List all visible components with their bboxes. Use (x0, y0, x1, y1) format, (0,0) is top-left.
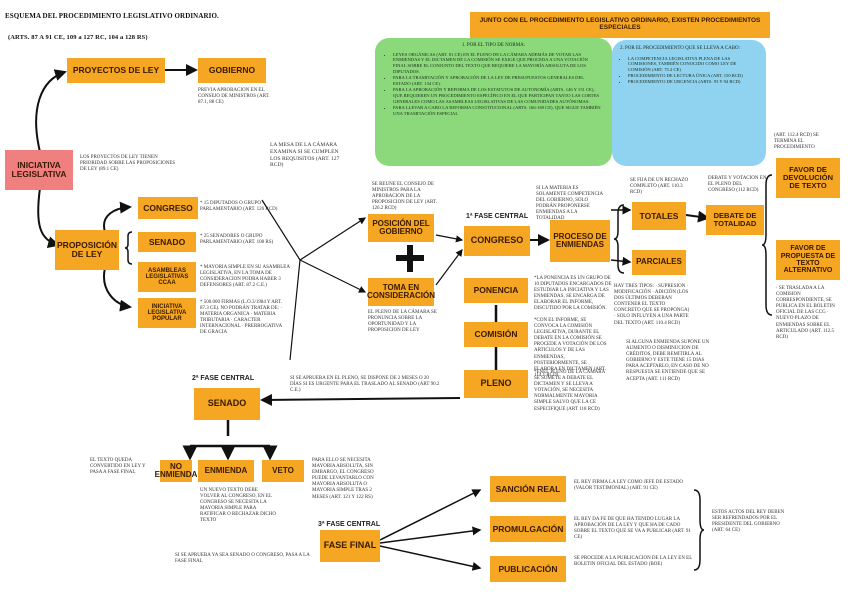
ponencia-box: PONENCIA (464, 278, 528, 303)
sancion-real-box: SANCIÓN REAL (490, 476, 566, 502)
senado-iniciativa-box: SENADO (138, 232, 196, 252)
fase-final-box: FASE FINAL (320, 530, 380, 562)
congreso-iniciativa-box: CONGRESO (138, 197, 198, 219)
page-subtitle: (ARTS. 87 A 91 CE, 109 a 127 RC, 104 a 1… (8, 34, 148, 41)
art112-note: (ART. 112.4 RCD) SE TERMINA EL PROCEDIMI… (774, 133, 819, 151)
comision-box: COMISIÓN (464, 322, 528, 347)
debate-totalidad-box: DEBATE DE TOTALIDAD (706, 205, 764, 235)
procedimiento-item: PROCEDIMIENTO DE URGENCIA (ARTS. 93 Y 94… (628, 79, 758, 85)
texto-queda-note: EL TEXTO QUEDA CONVERTIDO EN LEY Y PASA … (90, 458, 146, 476)
rechazo-note: SE FIJA DE UN RECHAZO COMPLETO (ART. 110… (630, 178, 689, 196)
enmienda-creditos-note: SI ALGUNA ENMIENDA SUPONE UN AUMENTO O D… (626, 340, 710, 382)
veto-box: VETO (262, 460, 304, 482)
senado-requisito: * 25 SENADORES O GRUPO PARLAMENTARIO (AR… (200, 234, 274, 246)
proyectos-note: LOS PROYECTOS DE LEY TIENEN PRIORIDAD SO… (80, 155, 176, 173)
tipo-norma-list: LEYES ORGÁNICAS (ART. 81 CE) EN EL PLENO… (385, 52, 602, 118)
favor-devolucion-box: FAVOR DE DEVOLUCIÓN DE TEXTO (776, 158, 840, 198)
tipo-norma-panel: 1. POR EL TIPO DE NORMA: LEYES ORGÁNICAS… (375, 38, 612, 166)
toma-consideracion-box: TOMA EN CONSIDERACIÓN (367, 278, 435, 306)
sancion-note: EL REY FIRMA LA LEY COMO JEFE DE ESTADO … (574, 480, 684, 492)
comision-note: *CON EL INFORME, SE CONVOCA LA COMISIÓN … (534, 318, 607, 378)
aprueba-senado-note: SI SE APRUEBA YA SEA SENADO O CONGRESO, … (175, 553, 310, 565)
tipo-norma-title: 1. POR EL TIPO DE NORMA: (461, 43, 526, 48)
debate-votacion-note: DEBATE Y VOTACION EN EL PLENO DEL CONGRE… (708, 176, 767, 194)
parciales-box: PARCIALES (632, 250, 686, 275)
asambleas-requisito: * MAYORIA SIMPLE EN SU ASAMBLEA LEGISLAT… (200, 265, 290, 289)
tipos-enmienda-note: HAY TRES TIPOS: · SUPRESION · MODIFICACI… (614, 284, 690, 326)
promulgacion-box: PROMULGACIÓN (490, 516, 566, 542)
consejo-ministros-note: SE REUNE EL CONSEJO DE MINISTROS PARA LA… (372, 182, 437, 212)
fase1-label: 1ª FASE CENTRAL (466, 213, 529, 220)
tipo-norma-item: PARA LA APROBACIÓN Y REFORMA DE LOS ESTA… (393, 87, 602, 105)
asambleas-ccaa-box: ASAMBLEAS LEGISLATIVAS CCAA (138, 262, 196, 292)
pleno-camara-note: EL PLENO DE LA CÁMARA SE PRONUNCIA SOBRE… (368, 310, 437, 334)
proyectos-de-ley-box: PROYECTOS DE LEY (67, 58, 165, 83)
no-enmienda-box: NO ENMIENDA (155, 460, 197, 482)
iniciativa-legislativa-box: INICIATIVA LEGISLATIVA (5, 150, 73, 190)
proceso-enmiendas-box: PROCESO DE ENMIENDAS (550, 220, 610, 262)
tipo-norma-item: LEYES ORGÁNICAS (ART. 81 CE) EN EL PLENO… (393, 52, 602, 76)
publicacion-note: SE PROCEDE A LA PUBLICACION DE LA LEY EN… (574, 556, 693, 568)
veto-note: PARA ELLO SE NECESITA MAYORIA ABSOLUTA, … (312, 458, 374, 500)
tipo-norma-item: PARA LLEVAR A CABO LA REFORMA CONSTITUCI… (393, 105, 602, 117)
iniciativa-popular-box: INICIATIVA LEGISLATIVA POPULAR (138, 298, 196, 328)
tipo-norma-item: PARA LA TRAMITACIÓN Y APROBACIÓN DE LA L… (393, 75, 602, 87)
fase2-label: 2ª FASE CENTRAL (192, 375, 255, 382)
pleno-box: PLENO (464, 370, 528, 398)
pleno-note: *ENEL PLENO DE LA CÁMARA SE SOMETE A DEB… (534, 370, 605, 412)
procedimiento-panel: 2. POR EL PROCEDIMIENTO QUE SE LLEVA A C… (612, 40, 766, 166)
favor-propuesta-box: FAVOR DE PROPUESTA DE TEXTO ALTERNATIVO (776, 240, 840, 280)
aprueba-pleno-note: SI SE APRUEBA EN EL PLENO, SE DISPONE DE… (290, 376, 440, 394)
fase3-label: 3ª FASE CENTRAL (318, 521, 381, 528)
totales-box: TOTALES (632, 202, 686, 230)
posicion-gobierno-box: POSICIÓN DEL GOBIERNO (368, 214, 434, 242)
procedimientos-especiales-box: JUNTO CON EL PROCEDIMIENTO LEGISLATIVO O… (470, 12, 770, 38)
procedimiento-item: PROCEDIMIENTO DE LECTURA ÚNICA (ART. 150… (628, 73, 758, 79)
procedimiento-list: LA COMPETENCIA LEGISLATIVA PLENA DE LAS … (620, 56, 758, 86)
promulgacion-note: EL REY DA FE DE QUE HA TENIDO LUGAR LA A… (574, 517, 691, 541)
ponencia-note: *LA PONENCIA ES UN GRUPO DE 10 DIPUTADOS… (534, 276, 612, 312)
congreso-requisito: * 15 DIPUTADOS O GRUPO PARLAMENTARIO (AR… (200, 201, 278, 213)
page-title: ESQUEMA DEL PROCEDIMIENTO LEGISLATIVO OR… (5, 12, 219, 20)
materia-note: SI LA MATERIA ES SOLAMENTE COMPETENCIA D… (536, 186, 603, 222)
procedimiento-item: LA COMPETENCIA LEGISLATIVA PLENA DE LAS … (628, 56, 758, 74)
enmienda-box: ENMIENDA (198, 460, 254, 482)
mesa-camara-note: LA MESA DE LA CÁMARA EXAMINA SI SE CUMPL… (270, 142, 340, 169)
procedimiento-title: 2. POR EL PROCEDIMIENTO QUE SE LLEVA A C… (620, 46, 741, 51)
gobierno-box: GOBIERNO (198, 58, 266, 83)
senado-fase-box: SENADO (194, 388, 260, 420)
popular-requisito: * 500.000 FIRMAS (L.O.3/1984 Y ART. 87.3… (200, 300, 283, 336)
nuevo-texto-note: UN NUEVO TEXTO DEBE VOLVER AL CONGRESO, … (200, 488, 276, 524)
proposicion-de-ley-box: PROPOSICIÓN DE LEY (55, 230, 119, 270)
actos-rey-note: ESTOS ACTOS DEL REY DEBEN SER REFRENDADO… (712, 510, 785, 534)
congreso-fase-box: CONGRESO (464, 226, 530, 256)
gobierno-note: PREVIA APROBACION EN EL CONSEJO DE MINIS… (198, 88, 270, 106)
publicacion-box: PUBLICACIÓN (490, 556, 566, 582)
traslada-note: · SE TRASLADA A LA COMISION CORRESPONDIE… (776, 286, 835, 340)
